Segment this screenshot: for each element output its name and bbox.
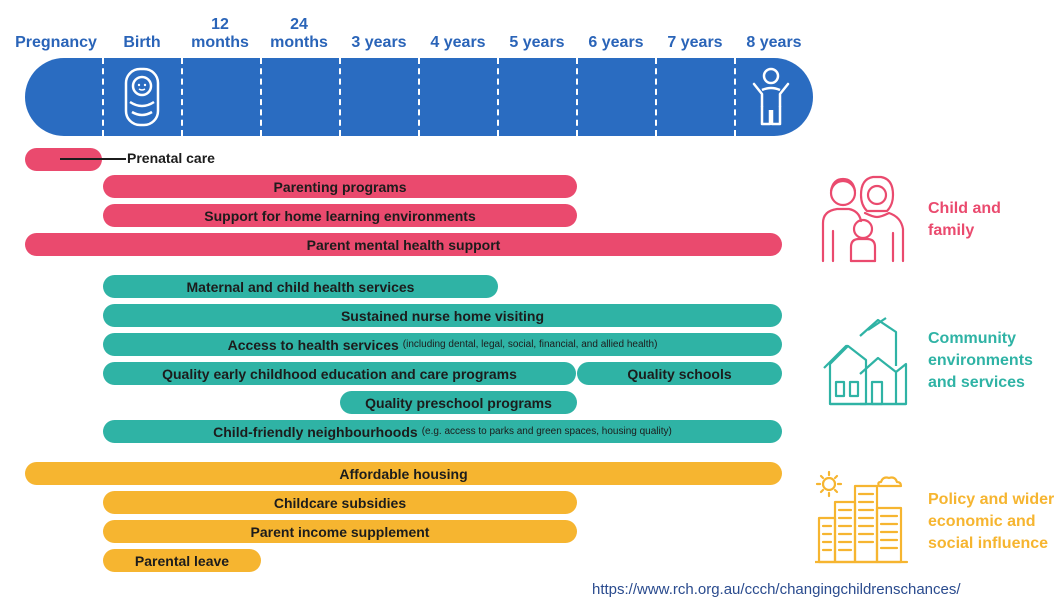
stage-label-unit: months: [191, 34, 249, 51]
bar-label: Maternal and child health services: [186, 278, 415, 295]
timeline-divider: [734, 58, 736, 136]
category-child-and-family: Child and family: [928, 198, 1001, 242]
family-icon: [821, 175, 905, 263]
bar-parent-mental-health: Parent mental health support: [25, 233, 782, 256]
stage-label: 3 years: [351, 34, 407, 51]
child-icon: [752, 67, 790, 126]
timeline-divider: [497, 58, 499, 136]
bar-home-learning: Support for home learning environments: [103, 204, 577, 227]
bar-health-services: Access to health services(including dent…: [103, 333, 782, 356]
bar-label: Quality early childhood education and ca…: [162, 365, 517, 382]
prenatal-leader-line: [60, 158, 126, 160]
bar-label: Childcare subsidies: [273, 494, 407, 511]
category-policy: Policy and wider economic and social inf…: [928, 489, 1054, 555]
stage-label: 8 years: [746, 34, 802, 51]
stage-label-number: 12: [211, 16, 229, 33]
bar-early-childhood-education: Quality early childhood education and ca…: [103, 362, 576, 385]
category-line: family: [928, 222, 975, 239]
timeline-divider: [181, 58, 183, 136]
bar-affordable-housing: Affordable housing: [25, 462, 782, 485]
stage-3-years: 3 years: [339, 2, 419, 52]
category-line: environments: [928, 352, 1033, 369]
timeline-divider: [655, 58, 657, 136]
bar-nurse-home-visiting: Sustained nurse home visiting: [103, 304, 782, 327]
stage-label: 7 years: [667, 34, 723, 51]
timeline-divider: [418, 58, 420, 136]
category-line: social influence: [928, 535, 1049, 552]
bar-childcare-subsidies: Childcare subsidies: [103, 491, 577, 514]
bar-label: Parent income supplement: [250, 523, 430, 540]
category-line: and services: [928, 374, 1025, 391]
bar-label-prenatal-care: Prenatal care: [127, 150, 215, 166]
stage-label-unit: months: [270, 34, 328, 51]
category-line: Policy and wider: [928, 491, 1055, 508]
stage-7-years: 7 years: [655, 2, 735, 52]
stage-label: Pregnancy: [15, 34, 97, 51]
category-line: economic and: [928, 513, 1036, 530]
stage-4-years: 4 years: [418, 2, 498, 52]
houses-icon: [823, 317, 908, 406]
stage-8-years: 8 years: [734, 2, 814, 52]
timeline-divider: [576, 58, 578, 136]
timeline-divider: [260, 58, 262, 136]
baby-icon: [124, 67, 160, 127]
bar-child-friendly-neighbourhoods: Child-friendly neighbourhoods(e.g. acces…: [103, 420, 782, 443]
category-line: Community: [928, 330, 1016, 347]
bar-label: Sustained nurse home visiting: [340, 307, 545, 324]
bar-maternal-child-health: Maternal and child health services: [103, 275, 498, 298]
stage-label: 6 years: [588, 34, 644, 51]
stage-6-years: 6 years: [576, 2, 656, 52]
bar-label: Parent mental health support: [306, 236, 501, 253]
stage-label: 5 years: [509, 34, 565, 51]
bar-parenting-programs: Parenting programs: [103, 175, 577, 198]
bar-label: Quality schools: [627, 365, 732, 382]
bar-parent-income-supplement: Parent income supplement: [103, 520, 577, 543]
bar-label: Quality preschool programs: [365, 394, 552, 411]
bar-label: Access to health services: [227, 336, 399, 353]
stage-pregnancy: Pregnancy: [15, 2, 97, 52]
bar-note: (including dental, legal, social, financ…: [402, 339, 658, 350]
stage-label: Birth: [123, 34, 161, 51]
stage-5-years: 5 years: [497, 2, 577, 52]
stage-label: 4 years: [430, 34, 486, 51]
stage-birth: Birth: [102, 2, 182, 52]
bar-label: Support for home learning environments: [204, 207, 476, 224]
bar-parental-leave: Parental leave: [103, 549, 261, 572]
bar-label: Parenting programs: [273, 178, 407, 195]
bar-label: Parental leave: [134, 552, 230, 569]
stage-label-number: 24: [290, 16, 308, 33]
source-url[interactable]: https://www.rch.org.au/ccch/changingchil…: [592, 581, 961, 598]
timeline-divider: [339, 58, 341, 136]
category-community: Community environments and services: [928, 328, 1033, 394]
category-line: Child and: [928, 200, 1001, 217]
bar-note: (e.g. access to parks and green spaces, …: [421, 426, 672, 437]
city-icon: [815, 470, 909, 564]
bar-preschool-programs: Quality preschool programs: [340, 391, 577, 414]
bar-label: Child-friendly neighbourhoods: [213, 423, 418, 440]
bar-label: Affordable housing: [339, 465, 468, 482]
bar-quality-schools: Quality schools: [577, 362, 782, 385]
timeline-divider: [102, 58, 104, 136]
